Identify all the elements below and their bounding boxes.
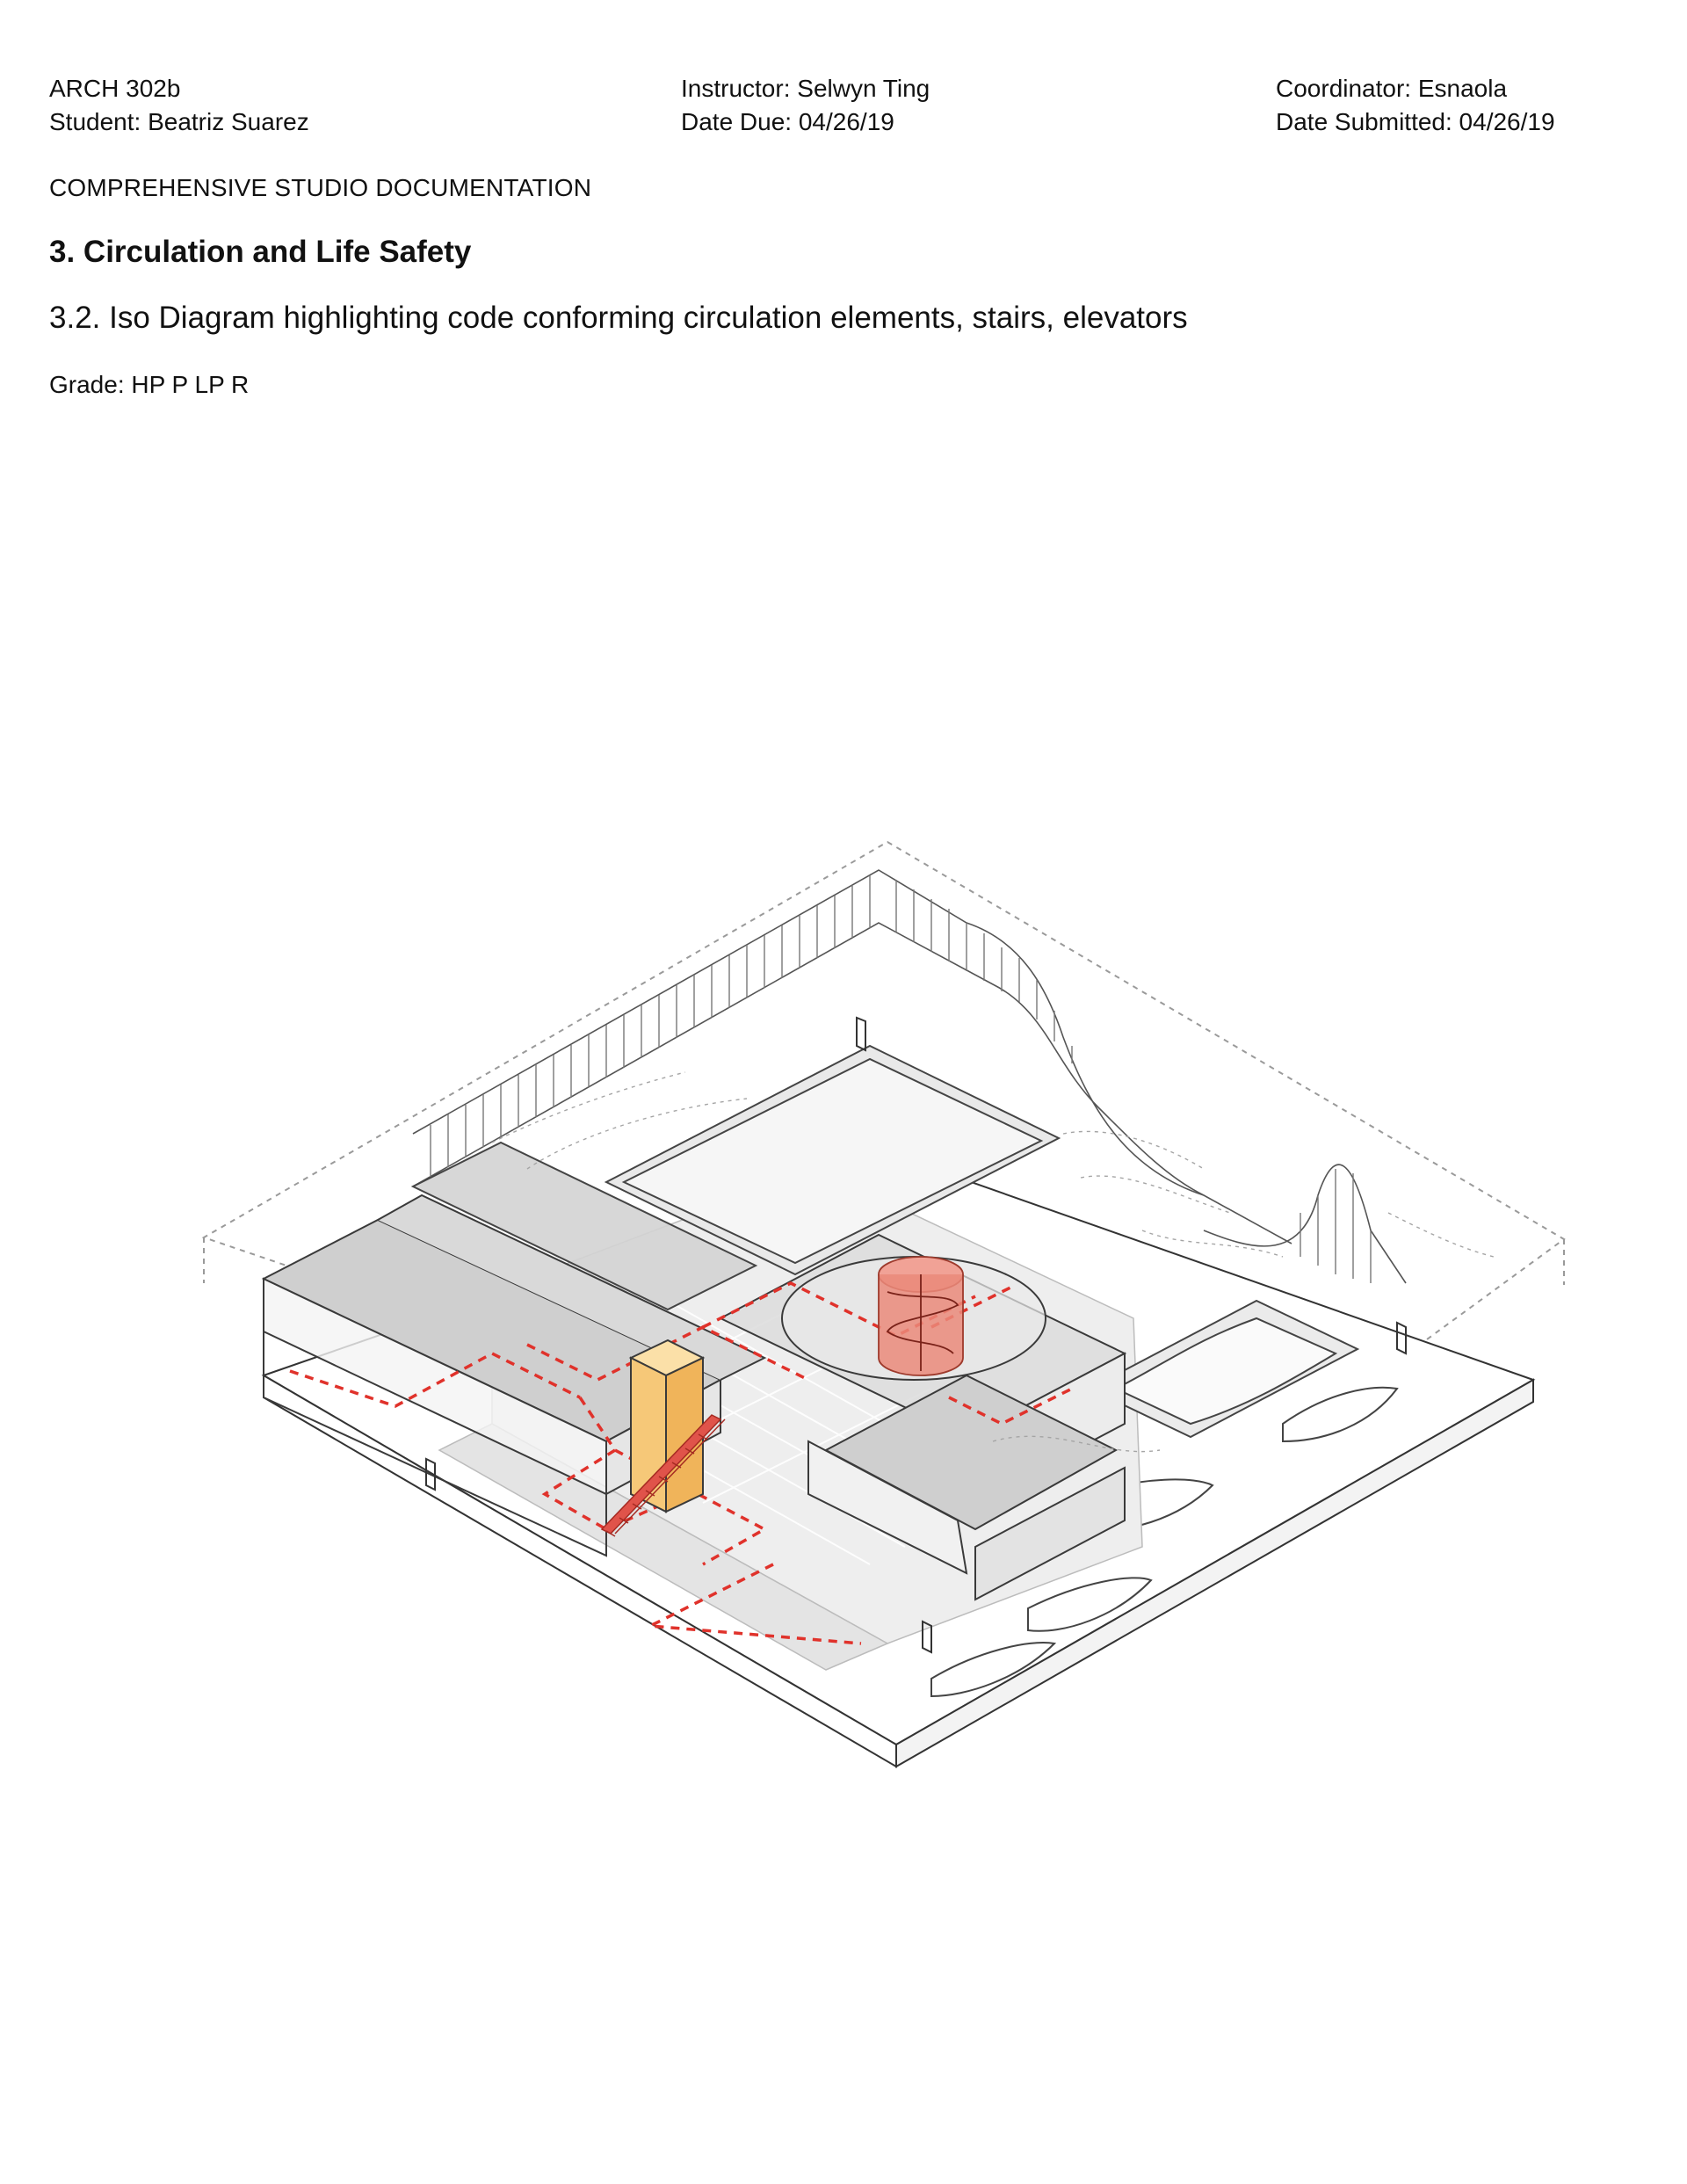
- section-label: COMPREHENSIVE STUDIO DOCUMENTATION: [49, 174, 592, 201]
- grade-line: Grade: HP P LP R: [49, 371, 250, 398]
- header-left: ARCH 302b Student: Beatriz Suarez: [49, 72, 309, 139]
- elevator-core[interactable]: [628, 1339, 706, 1513]
- upper-floor: [410, 1141, 758, 1311]
- course-code: ARCH 302b: [49, 75, 181, 102]
- date-submitted: Date Submitted: 04/26/19: [1276, 108, 1555, 135]
- pool-large: [604, 1044, 1061, 1276]
- student-name: Student: Beatriz Suarez: [49, 108, 309, 135]
- straight-stair[interactable]: [600, 1414, 726, 1537]
- instructor-name: Instructor: Selwyn Ting: [681, 75, 930, 102]
- contour-lines: [491, 1071, 1495, 1453]
- section-subtitle: 3.2. Iso Diagram highlighting code confo…: [49, 301, 1188, 335]
- site-boundary: [201, 840, 1566, 1556]
- date-due: Date Due: 04/26/19: [681, 108, 894, 135]
- pool-small: [1087, 1299, 1360, 1439]
- header-middle: Instructor: Selwyn Ting Date Due: 04/26/…: [681, 72, 930, 139]
- doors: [425, 1016, 1407, 1654]
- section-title: 3. Circulation and Life Safety: [49, 235, 472, 269]
- spiral-stair[interactable]: [878, 1256, 964, 1376]
- fin-lines: [430, 875, 1372, 1283]
- header-right: Coordinator: Esnaola Date Submitted: 04/…: [1276, 72, 1555, 139]
- coordinator-name: Coordinator: Esnaola: [1276, 75, 1508, 102]
